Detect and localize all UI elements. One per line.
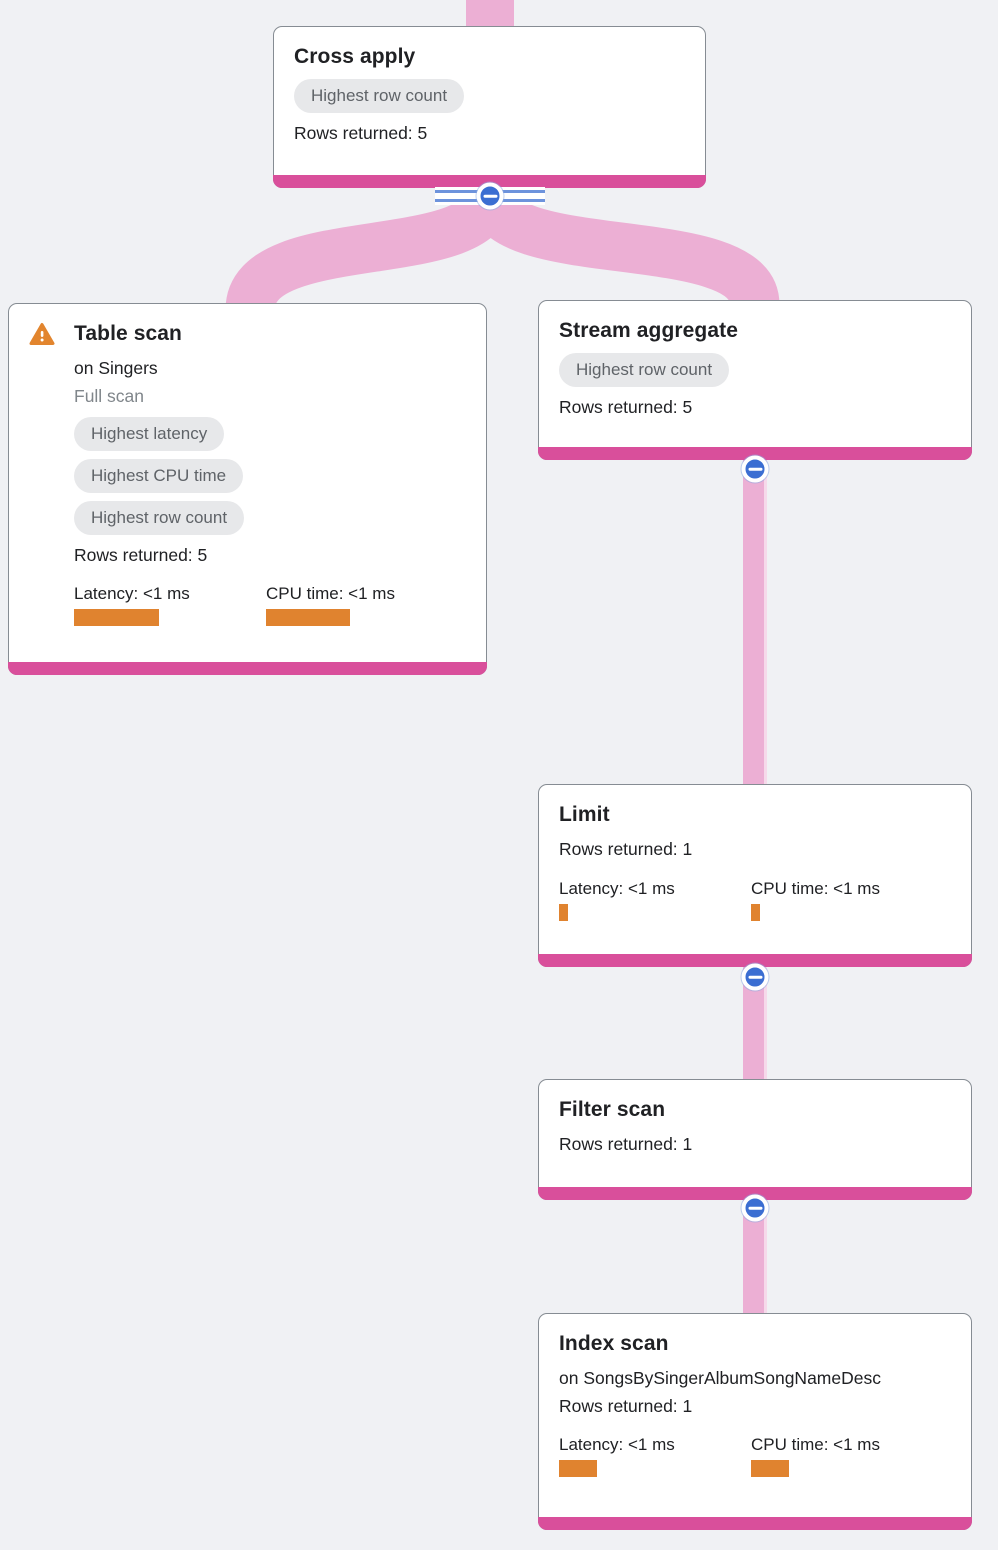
latency-bar [74,609,159,627]
cpu-time-bar [751,903,760,921]
badge-highest-row-count: Highest row count [74,501,245,535]
node-title: Stream aggregate [559,319,739,342]
badge-highest-latency: Highest latency [74,417,225,451]
node-accent-bar [538,1517,972,1530]
edge-limit-to-filter-scan [743,958,764,1086]
collapse-button-cross-apply[interactable] [476,182,504,210]
latency-label: Latency: <1 ms [74,584,190,604]
collapse-button-stream-aggregate[interactable] [741,455,769,483]
rows-returned-text: Rows returned: 1 [559,839,693,860]
node-title: Index scan [559,1332,669,1355]
rows-returned-text: Rows returned: 5 [74,545,208,565]
edge-stream-aggregate-to-limit [743,452,764,790]
node-accent-bar [538,954,972,967]
node-accent-bar [538,447,972,460]
rows-returned-text: Rows returned: 5 [559,397,693,418]
latency-bar [559,1460,597,1477]
node-stream-aggregate[interactable]: Stream aggregate Highest row count Rows … [538,300,972,460]
rows-returned-text: Rows returned: 1 [559,1395,693,1416]
node-cross-apply[interactable]: Cross apply Highest row count Rows retur… [273,26,706,188]
node-title: Cross apply [294,45,416,68]
edge-filter-scan-to-index-scan [743,1194,764,1316]
latency-label: Latency: <1 ms [559,1435,675,1454]
edge-cross-apply-to-stream-aggregate [465,187,780,309]
minus-icon [748,1206,762,1210]
edge-highlight-stripe [764,452,767,790]
edge-highlight-stripe [764,958,767,1086]
node-table-scan[interactable]: Table scan on Singers Full scan Highest … [8,303,487,675]
cpu-time-label: CPU time: <1 ms [266,584,395,604]
cpu-time-bar [751,1460,789,1477]
collapse-button-limit[interactable] [741,963,769,991]
latency-label: Latency: <1 ms [559,878,675,898]
node-limit[interactable]: Limit Rows returned: 1 Latency: <1 ms CP… [538,784,972,967]
edge-highlight-stripe [764,1194,767,1316]
cpu-time-label: CPU time: <1 ms [751,878,880,898]
node-subtitle: on SongsBySingerAlbumSongNameDesc [559,1368,881,1389]
rows-returned-text: Rows returned: 1 [559,1134,693,1155]
minus-icon [748,975,762,979]
minus-icon [748,467,762,471]
node-index-scan[interactable]: Index scan on SongsBySingerAlbumSongName… [538,1313,972,1530]
minus-icon [483,194,497,198]
node-accent-bar [538,1187,972,1200]
node-title: Limit [559,803,610,826]
node-title: Filter scan [559,1098,666,1121]
edge-cross-apply-to-table-scan [225,187,515,314]
node-accent-bar [8,662,487,675]
latency-bar [559,903,568,921]
cpu-time-label: CPU time: <1 ms [751,1435,880,1454]
badge-highest-row-count: Highest row count [294,79,465,114]
warning-icon [29,323,55,345]
node-filter-scan[interactable]: Filter scan Rows returned: 1 [538,1079,972,1200]
node-note: Full scan [74,385,145,406]
cpu-time-bar [266,609,350,627]
node-subtitle: on Singers [74,358,158,379]
edge-root-to-cross-apply [466,0,514,30]
collapse-button-filter-scan[interactable] [741,1194,769,1222]
node-title: Table scan [74,322,182,345]
badge-highest-row-count: Highest row count [559,353,730,388]
badge-highest-cpu-time: Highest CPU time [74,459,244,493]
rows-returned-text: Rows returned: 5 [294,123,428,144]
node-accent-bar [273,175,706,188]
